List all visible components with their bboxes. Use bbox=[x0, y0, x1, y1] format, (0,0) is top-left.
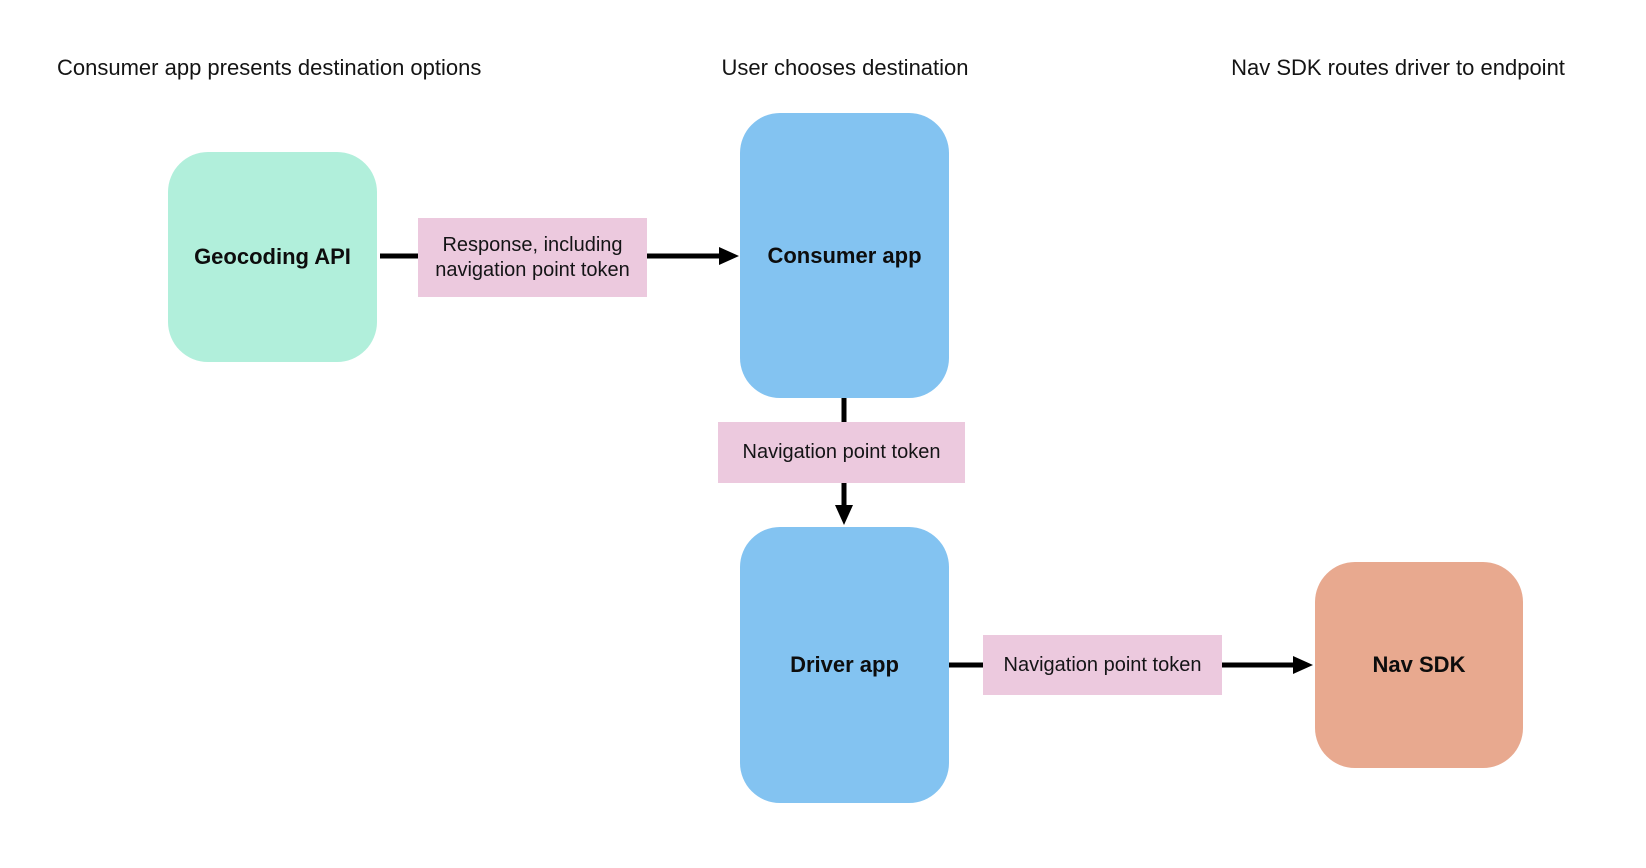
node-geocoding-api: Geocoding API bbox=[168, 152, 377, 362]
edge-label-response-navigation-point-token: Response, including navigation point tok… bbox=[418, 218, 647, 297]
column-header-consumer-presents: Consumer app presents destination option… bbox=[57, 55, 482, 80]
node-consumer-app: Consumer app bbox=[740, 113, 949, 398]
node-nav-sdk: Nav SDK bbox=[1315, 562, 1523, 768]
edge-label-navigation-point-token-driver-navsdk: Navigation point token bbox=[983, 635, 1222, 695]
column-header-navsdk-routes: Nav SDK routes driver to endpoint bbox=[1231, 55, 1565, 80]
edge-label-navigation-point-token-consumer-driver: Navigation point token bbox=[718, 422, 965, 483]
node-driver-app: Driver app bbox=[740, 527, 949, 803]
column-header-user-chooses: User chooses destination bbox=[721, 55, 969, 80]
